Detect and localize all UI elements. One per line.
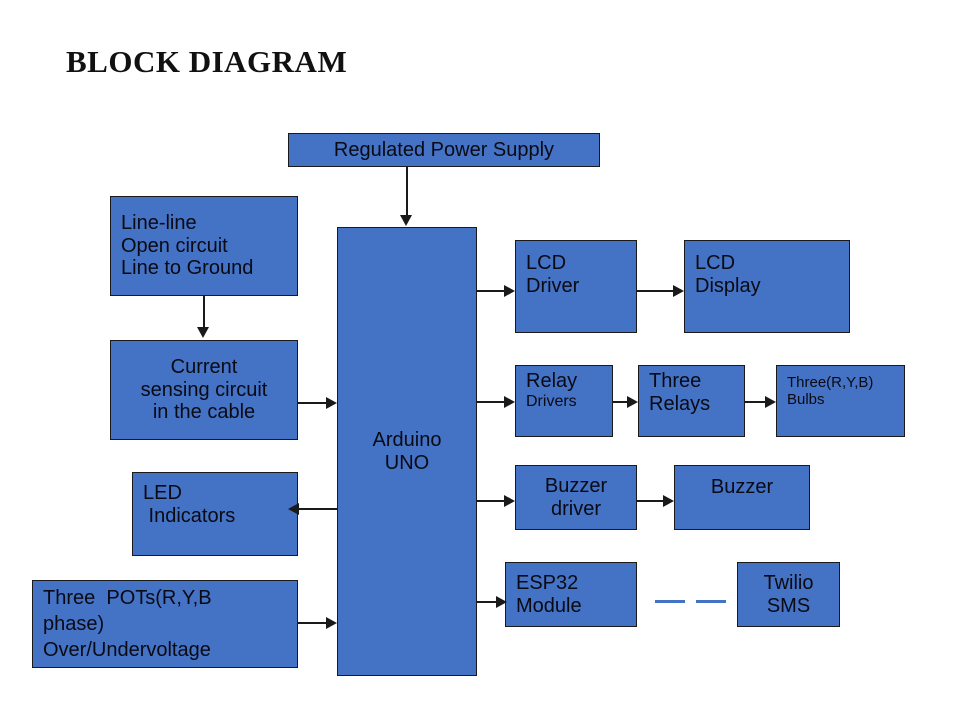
block-line: Display [695,274,761,297]
block-line: ESP32 [516,571,579,594]
block-line: Three(R,Y,B) [787,374,874,391]
arrowhead-relay-drivers-to-relays [627,396,638,408]
block-lcd-driver[interactable]: LCD Driver [515,240,637,333]
arrowhead-arduino-to-led [288,503,299,515]
block-line: SMS [766,594,811,617]
block-line: Drivers [526,392,577,410]
arrowhead-arduino-to-relay-drivers [504,396,515,408]
block-line: Three POTs(R,Y,B [43,587,212,609]
connector-faults-to-sensing [203,296,205,328]
block-relay-drivers[interactable]: Relay Drivers [515,365,613,437]
connector-psu-to-arduino [406,167,408,216]
block-line: sensing circuit [140,378,268,401]
arrowhead-arduino-to-esp32 [496,596,507,608]
block-line: Over/Undervoltage [43,639,211,661]
block-twilio-sms[interactable]: Twilio SMS [737,562,840,627]
block-line: LCD [526,252,567,274]
connector-sensing-to-arduino [298,402,327,404]
block-line: LED [143,482,182,504]
block-three-bulbs[interactable]: Three(R,Y,B) Bulbs [776,365,905,437]
block-line: phase) [43,613,105,635]
block-line: Bulbs [787,391,825,409]
page-title: BLOCK DIAGRAM [66,44,348,79]
block-line: Current [170,355,238,378]
block-regulated-power-supply[interactable]: Regulated Power Supply [288,133,600,167]
wireless-link-dash [696,600,726,603]
connector-pots-to-arduino [298,622,327,624]
arrowhead-sensing-to-arduino [326,397,337,409]
block-line: Relays [649,392,711,415]
connector-arduino-to-esp32 [477,601,497,603]
arrowhead-relays-to-bulbs [765,396,776,408]
block-line: Module [516,594,582,617]
block-line: Open circuit [121,234,228,257]
block-buzzer[interactable]: Buzzer [674,465,810,530]
block-lcd-display[interactable]: LCD Display [684,240,850,333]
connector-lcd-driver-to-display [637,290,674,292]
block-line: Regulated Power Supply [333,138,555,161]
block-line: Buzzer [544,474,608,497]
connector-arduino-to-lcd-driver [477,290,505,292]
block-buzzer-driver[interactable]: Buzzer driver [515,465,637,530]
block-line: Three [649,370,702,392]
block-current-sensing-circuit[interactable]: Current sensing circuit in the cable [110,340,298,440]
block-line: UNO [384,451,430,474]
arrowhead-faults-to-sensing [197,327,209,338]
block-arduino-uno[interactable]: Arduino UNO [337,227,477,676]
block-line: LCD [695,252,736,274]
arrowhead-pots-to-arduino [326,617,337,629]
block-led-indicators[interactable]: LED Indicators [132,472,298,556]
block-line: Driver [526,274,580,297]
block-line: Line-line [121,211,197,234]
arrowhead-arduino-to-buzzer-driver [504,495,515,507]
connector-buzzer-driver-to-buzzer [637,500,664,502]
block-line: in the cable [152,401,256,424]
block-line: Indicators [143,504,236,527]
arrowhead-psu-to-arduino [400,215,412,226]
arrowhead-arduino-to-lcd-driver [504,285,515,297]
block-three-pots[interactable]: Three POTs(R,Y,B phase) Over/Undervoltag… [32,580,298,668]
connector-arduino-to-led [297,508,338,510]
arrowhead-lcd-driver-to-display [673,285,684,297]
block-line: Line to Ground [121,257,254,280]
connector-relay-drivers-to-relays [613,401,628,403]
connector-arduino-to-buzzer-driver [477,500,505,502]
block-line: Buzzer [710,476,774,498]
block-esp32-module[interactable]: ESP32 Module [505,562,637,627]
connector-relays-to-bulbs [745,401,766,403]
arrowhead-buzzer-driver-to-buzzer [663,495,674,507]
block-fault-types[interactable]: Line-line Open circuit Line to Ground [110,196,298,296]
wireless-link-dash [655,600,685,603]
block-line: Relay [526,370,578,392]
block-three-relays[interactable]: Three Relays [638,365,745,437]
block-line: driver [550,497,601,520]
connector-arduino-to-relay-drivers [477,401,505,403]
block-line: Twilio [763,571,814,594]
block-line: Arduino [372,428,442,451]
